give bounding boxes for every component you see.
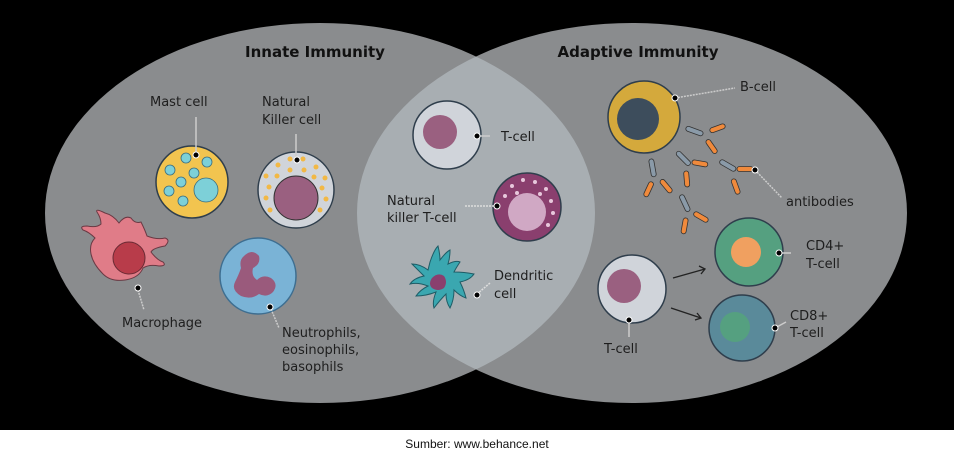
cd8-label-1: CD8+ [790,309,828,324]
granulocytes-label-2: eosinophils, [282,343,359,358]
dendritic-label-2: cell [494,287,516,302]
adaptive-t-cell-label: T-cell [603,342,638,357]
source-caption: Sumber: www.behance.net [405,437,549,451]
adaptive-title: Adaptive Immunity [558,43,719,61]
macrophage-label: Macrophage [122,316,202,331]
cd4-label-2: T-cell [805,257,840,272]
cd8-label-2: T-cell [789,326,824,341]
adaptive-t-cell-icon [597,254,667,337]
t-cell-icon [412,100,490,170]
granulocytes-label-1: Neutrophils, [282,326,361,341]
nk-cell-icon [257,134,335,229]
granulocytes-label-3: basophils [282,360,344,375]
nk-cell-label-1: Natural [262,95,310,110]
nk-cell-label-2: Killer cell [262,113,321,128]
antibodies-label: antibodies [786,195,854,210]
nkt-cell-label-1: Natural [387,194,435,209]
b-cell-label: B-cell [740,80,776,95]
overlap-region [357,23,595,403]
venn-diagram: Innate Immunity Adaptive Immunity Mast c… [45,23,907,403]
neutrophil-icon [219,237,297,329]
macrophage-icon [81,209,169,311]
cd4-t-cell-icon [714,217,791,287]
cd8-t-cell-icon [708,294,787,362]
dendritic-cell-icon [408,245,491,310]
b-cell-icon [607,80,736,154]
arrow-icon [672,265,707,279]
antibodies-icon [642,122,783,235]
arrow-icon [670,307,703,321]
mast-cell-icon [155,117,229,219]
nkt-cell-icon [465,172,562,242]
cd4-label-1: CD4+ [806,239,844,254]
diagram-canvas: Innate Immunity Adaptive Immunity Mast c… [0,0,954,430]
nkt-cell-label-2: killer T-cell [387,211,457,226]
dendritic-label-1: Dendritic [494,269,553,284]
mast-cell-label: Mast cell [150,95,208,110]
shared-t-cell-label: T-cell [500,130,535,145]
innate-title: Innate Immunity [245,43,385,61]
